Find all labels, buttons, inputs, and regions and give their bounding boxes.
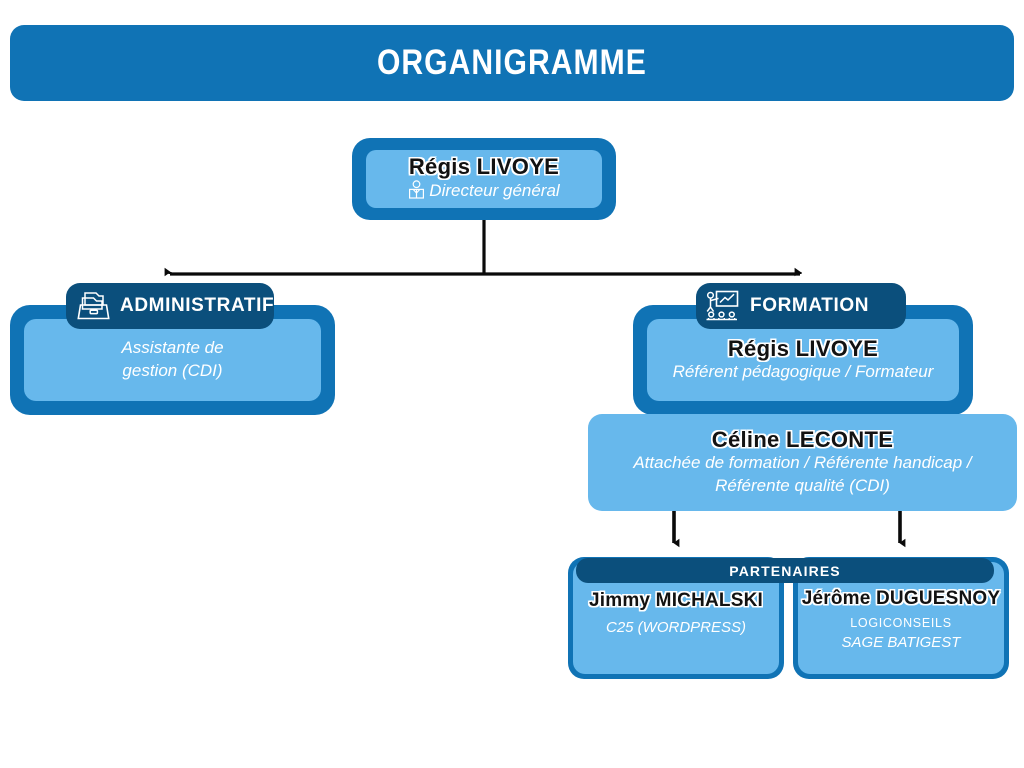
root-node-card[interactable]: Régis LIVOYE Directeur général [366, 150, 602, 208]
page-title: ORGANIGRAMME [377, 43, 647, 82]
page-title-banner: ORGANIGRAMME [10, 25, 1014, 101]
celine-role-line-1: Attachée de formation / Référente handic… [633, 453, 972, 473]
partner-1-name: Jimmy MICHALSKI [588, 590, 764, 611]
partner-1-sub-1: C25 (WORDPRESS) [605, 619, 747, 636]
partner-2-sub-2: SAGE BATIGEST [841, 634, 961, 651]
root-person-role: Directeur général [429, 181, 560, 201]
formation-person-card[interactable]: Régis LIVOYE Référent pédagogique / Form… [647, 319, 959, 401]
file-box-icon [76, 289, 110, 323]
formation-header-pill[interactable]: FORMATION [696, 283, 906, 329]
celine-leconte-card[interactable]: Céline LECONTE Attachée de formation / R… [588, 414, 1017, 511]
administratif-role-line-2: gestion (CDI) [122, 361, 223, 380]
administratif-person-card[interactable]: Assistante de gestion (CDI) [24, 319, 321, 401]
partner-2-sub-1: LOGICONSEILS [850, 616, 952, 630]
celine-role-line-2: Référente qualité (CDI) [715, 476, 890, 496]
administratif-header-pill[interactable]: ADMINISTRATIF [66, 283, 274, 329]
formation-person-name: Régis LIVOYE [727, 335, 879, 361]
formation-label: FORMATION [750, 295, 870, 316]
celine-person-name: Céline LECONTE [711, 426, 894, 452]
partner-2-name: Jérôme DUGUESNOY [801, 588, 1001, 609]
partenaires-label: PARTENAIRES [729, 562, 841, 579]
root-person-name: Régis LIVOYE [408, 154, 560, 180]
partenaires-header-bar[interactable]: PARTENAIRES [576, 558, 994, 583]
administratif-label: ADMINISTRATIF [120, 295, 275, 316]
root-role-row: Directeur général [408, 179, 560, 204]
formation-person-role: Référent pédagogique / Formateur [672, 362, 934, 382]
classroom-training-icon [704, 289, 740, 323]
administratif-role-line-1: Assistante de [121, 338, 224, 358]
person-manager-icon [408, 179, 425, 204]
